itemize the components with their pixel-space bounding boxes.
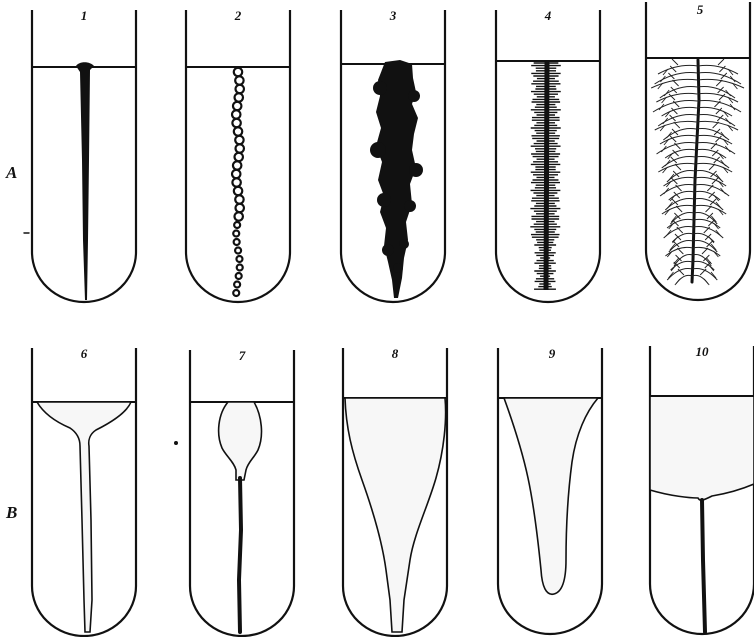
branch: [660, 86, 698, 98]
liquefaction-zone: [650, 396, 754, 500]
tube-number-label: 8: [392, 346, 399, 361]
growth-beaded: [232, 68, 244, 296]
papilla: [393, 263, 403, 273]
papilla: [409, 163, 423, 177]
bead: [233, 102, 241, 110]
bead: [234, 239, 240, 245]
bead: [236, 273, 242, 279]
growth-filiform: [76, 62, 94, 300]
branch: [695, 170, 723, 182]
tube-number-label: 7: [239, 348, 246, 363]
bead: [232, 119, 240, 127]
papilla: [377, 193, 391, 207]
bead: [234, 282, 240, 288]
tube-1: 1: [32, 8, 136, 302]
tube-6: 6: [32, 346, 136, 636]
papilla: [408, 90, 420, 102]
branch: [655, 72, 698, 84]
branch: [663, 128, 696, 140]
branch: [662, 156, 696, 168]
bead: [237, 265, 243, 271]
branch: [696, 128, 729, 140]
branch: [665, 198, 694, 210]
tube-8: 8: [343, 346, 447, 636]
bead: [236, 85, 244, 93]
twig: [661, 136, 676, 152]
tube-4: 4: [496, 8, 600, 302]
tube-7: 7: [190, 348, 294, 636]
bead: [235, 136, 243, 144]
twig: [712, 178, 726, 194]
bead: [235, 153, 243, 161]
branch: [692, 275, 708, 284]
growth-line: [702, 500, 705, 632]
bead: [236, 144, 244, 152]
tube-number-label: 10: [696, 344, 710, 359]
twig: [716, 108, 731, 124]
tube-5: 5: [646, 2, 750, 300]
growth-line: [239, 478, 241, 632]
tube-number-label: 6: [81, 346, 88, 361]
papilla: [370, 142, 386, 158]
tube-2: 2: [186, 8, 290, 302]
bead: [233, 231, 239, 237]
tube-3: 3: [341, 8, 445, 302]
villus-core: [546, 62, 547, 290]
tube-number-label: 5: [697, 2, 704, 17]
tube-number-label: 2: [234, 8, 242, 23]
tube-10: 10: [650, 344, 754, 634]
liquefaction-zone: [37, 402, 131, 632]
branch: [667, 170, 695, 182]
bead: [234, 222, 240, 228]
bead: [236, 256, 242, 262]
tube-number-label: 1: [81, 8, 88, 23]
papilla: [399, 239, 409, 249]
row-label-a: A: [5, 163, 17, 182]
liquefaction-zone: [219, 402, 262, 480]
bead: [236, 204, 244, 212]
papilla: [373, 81, 387, 95]
liquefaction-zone: [345, 398, 446, 632]
bead: [234, 127, 242, 135]
margin-dot: [174, 441, 178, 445]
twig: [664, 178, 678, 194]
bead: [235, 195, 243, 203]
branch: [697, 86, 735, 98]
twig: [702, 248, 712, 264]
tube-9: 9: [498, 346, 602, 634]
liquefaction-zone: [504, 398, 598, 594]
bead: [235, 248, 241, 254]
bead: [233, 290, 239, 296]
twig: [715, 136, 730, 152]
papilla: [382, 244, 394, 256]
bead: [234, 187, 242, 195]
branch: [658, 114, 696, 126]
row-label-b: B: [5, 503, 17, 522]
bead: [232, 178, 240, 186]
branch: [676, 275, 692, 284]
bead: [234, 68, 242, 76]
bead: [235, 76, 243, 84]
bead: [232, 110, 240, 118]
tube-number-label: 4: [544, 8, 552, 23]
twig: [660, 66, 676, 82]
bead: [235, 93, 243, 101]
bead: [235, 212, 243, 220]
tube-number-label: 3: [389, 8, 397, 23]
tube-number-label: 9: [549, 346, 556, 361]
twig: [719, 66, 735, 82]
twig: [708, 220, 720, 236]
bead: [232, 170, 240, 178]
growth-villous: [530, 62, 560, 290]
papilla: [404, 200, 416, 212]
bead: [233, 161, 241, 169]
